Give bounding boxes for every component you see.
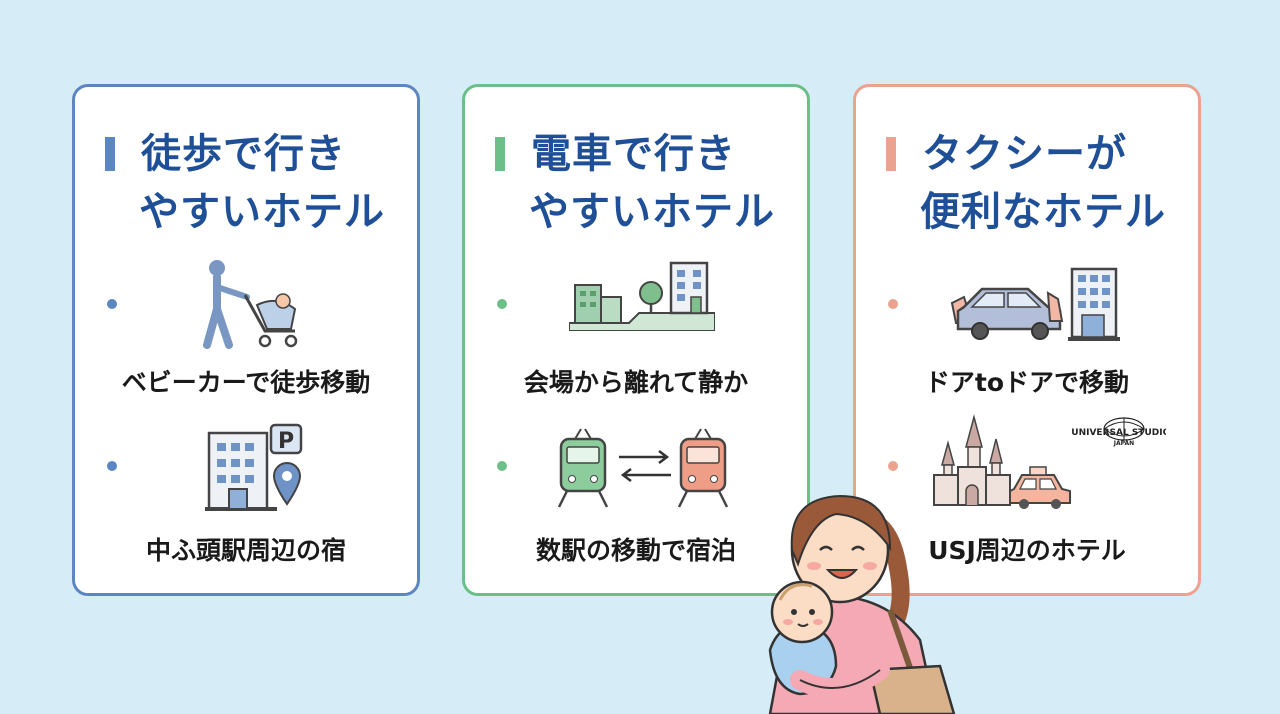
card-title: 徒歩で行き やすいホテル bbox=[139, 131, 385, 235]
mother-holding-baby-illustration bbox=[768, 494, 956, 714]
train-transfer-icon bbox=[557, 428, 729, 508]
taxi-hotel-card: タクシーが 便利なホテル ドアtoドアで移動 bbox=[853, 84, 1201, 596]
card-title: タクシーが 便利なホテル bbox=[920, 131, 1166, 235]
title-accent-bar bbox=[105, 137, 115, 171]
item-label: USJ周辺のホテル bbox=[928, 536, 1126, 565]
bullet-dot bbox=[107, 461, 117, 471]
title-accent-bar bbox=[886, 137, 896, 171]
bullet-dot bbox=[888, 299, 898, 309]
item-label: 数駅の移動で宿泊 bbox=[535, 536, 736, 565]
car-door-to-door-icon bbox=[950, 267, 1120, 341]
card-title: 電車で行き やすいホテル bbox=[529, 131, 775, 235]
item-label: ドアtoドアで移動 bbox=[924, 368, 1130, 397]
bullet-dot bbox=[888, 461, 898, 471]
svg-text:P: P bbox=[278, 429, 294, 454]
item-label: ベビーカーで徒歩移動 bbox=[121, 368, 371, 397]
bullet-dot bbox=[497, 461, 507, 471]
usj-logo-line2: JAPAN bbox=[1113, 440, 1134, 447]
walk-hotel-card: 徒歩で行き やすいホテル ベビーカーで徒歩移動 P 中ふ頭駅周辺の宿 bbox=[72, 84, 420, 596]
quiet-city-icon bbox=[569, 261, 715, 331]
usj-logo-line1: UNIVERSAL STUDIOS bbox=[1071, 428, 1166, 438]
title-accent-bar bbox=[495, 137, 505, 171]
bullet-dot bbox=[497, 299, 507, 309]
stroller-walking-icon bbox=[203, 260, 298, 349]
item-label: 会場から離れて静か bbox=[523, 368, 749, 397]
hotel-parking-pin-icon: P bbox=[205, 423, 303, 511]
item-label: 中ふ頭駅周辺の宿 bbox=[145, 536, 346, 565]
castle-taxi-icon: UNIVERSAL STUDIOS JAPAN bbox=[933, 414, 1166, 509]
train-hotel-card: 電車で行き やすいホテル 会場から離れて静か 数駅の移動で宿泊 bbox=[462, 84, 810, 596]
bullet-dot bbox=[107, 299, 117, 309]
